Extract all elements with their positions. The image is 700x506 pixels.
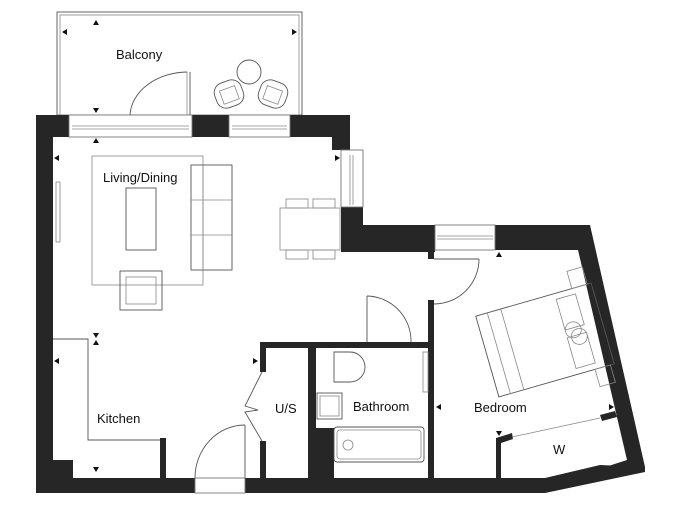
bed: [475, 266, 616, 438]
bathroom-fixtures: [316, 351, 429, 463]
room-label-bathroom: Bathroom: [353, 399, 410, 414]
bedroom-door: [433, 258, 480, 305]
bathroom-door: [366, 295, 412, 343]
room-label-kitchen: Kitchen: [97, 411, 141, 426]
room-label-bedroom: Bedroom: [474, 400, 527, 415]
entrance-door: [194, 424, 246, 479]
balcony-furniture: [213, 59, 289, 109]
utility-doors: [244, 371, 263, 442]
room-label-living-dining: Living/Dining: [103, 170, 178, 185]
walls: [36, 115, 645, 493]
windows: [68, 114, 496, 494]
balcony-door: [129, 71, 191, 116]
room-label-balcony: Balcony: [116, 47, 163, 62]
room-label-wardrobe: W: [553, 442, 566, 457]
living-furniture: [55, 155, 341, 311]
kitchen-counter: [53, 338, 160, 441]
dimension-markers: [54, 20, 614, 472]
room-label-utility: U/S: [275, 401, 297, 416]
